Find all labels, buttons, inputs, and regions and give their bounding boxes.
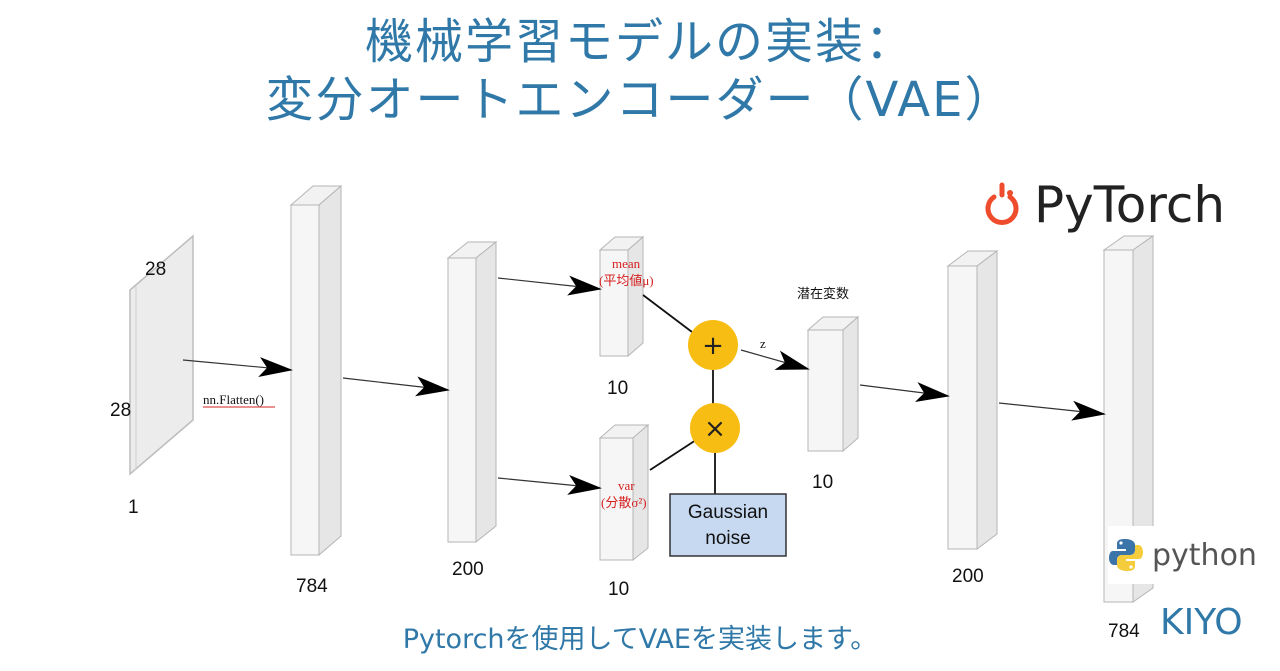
times-operator-node <box>690 403 740 453</box>
var-sublabel: (分散σ²) <box>601 495 647 510</box>
mean-label: mean <box>612 256 641 271</box>
latent-layer <box>806 315 860 453</box>
gaussian-noise-line1: Gaussian <box>688 502 768 523</box>
arrow-z-latent <box>740 349 810 370</box>
arrow-200-mean <box>497 275 602 296</box>
enc-200-size-label: 200 <box>452 559 484 580</box>
python-snake-icon <box>1109 539 1143 571</box>
dec-200-size-label: 200 <box>952 566 984 587</box>
python-logo-text: python <box>1152 537 1257 573</box>
times-operator-symbol: × <box>704 414 726 444</box>
var-label: var <box>618 478 635 493</box>
plus-operator-symbol: + <box>702 331 724 361</box>
input-width-label: 28 <box>110 400 131 421</box>
var-layer <box>598 423 650 562</box>
input-channels-label: 1 <box>128 497 139 518</box>
arrow-latent-200 <box>859 382 950 402</box>
page-title-line1: 機械学習モデルの実装： <box>364 14 915 70</box>
decoder-200-layer <box>946 250 999 550</box>
footer-caption: Pytorchを使用してVAEを実装します。 <box>402 624 878 655</box>
author-name: KIYO <box>1160 602 1243 643</box>
encoder-200-layer <box>446 240 498 544</box>
flatten-label: nn.Flatten() <box>203 392 264 407</box>
dec-784-size-label: 784 <box>1108 621 1140 642</box>
gaussian-noise-box <box>669 493 787 557</box>
gaussian-noise-line2: noise <box>705 528 750 549</box>
latent-label: 潜在変数 <box>797 286 849 301</box>
pytorch-logo-text: PyTorch <box>1034 176 1226 234</box>
plus-operator-node <box>688 320 738 370</box>
pytorch-flame-icon <box>985 182 1019 225</box>
arrow-200-var <box>497 474 602 495</box>
input-image-plane <box>129 234 194 476</box>
z-label: z <box>760 336 766 351</box>
mean-size-label: 10 <box>607 378 628 399</box>
page-title-line2: 変分オートエンコーダー（VAE） <box>265 72 1015 128</box>
var-size-label: 10 <box>608 579 629 600</box>
input-height-label: 28 <box>145 259 166 280</box>
arrow-flatten <box>182 357 293 378</box>
python-logo: python <box>1108 526 1280 584</box>
mean-sublabel: (平均値μ) <box>599 273 654 288</box>
pytorch-logo: PyTorch <box>980 170 1225 240</box>
encoder-784-layer <box>289 184 343 557</box>
mean-layer <box>598 235 645 358</box>
latent-size-label: 10 <box>812 472 833 493</box>
arrow-200-784 <box>998 400 1106 421</box>
connector-mean-plus <box>642 294 693 333</box>
enc-784-size-label: 784 <box>296 576 328 597</box>
arrow-784-200 <box>342 376 450 397</box>
connector-var-times <box>649 439 697 471</box>
